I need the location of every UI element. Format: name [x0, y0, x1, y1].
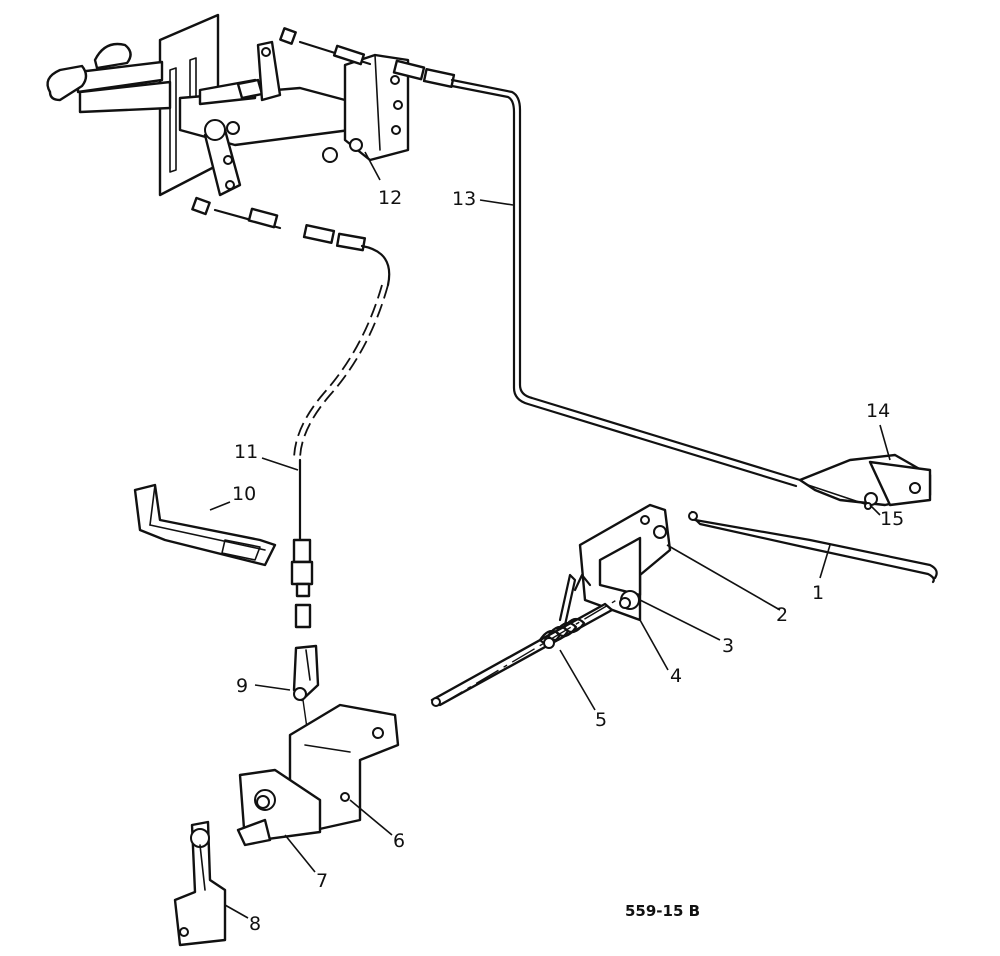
callout-3: 3	[722, 635, 735, 657]
callout-10: 10	[232, 483, 257, 505]
bracket-14	[798, 453, 932, 510]
callout-2: 2	[776, 604, 789, 626]
clevis-9	[292, 644, 321, 821]
callout-8: 8	[249, 913, 262, 935]
plate-7	[236, 768, 322, 847]
callout-7: 7	[316, 870, 329, 892]
cable-13	[298, 40, 802, 488]
leader-lines	[209, 151, 891, 919]
cable-11	[213, 207, 391, 629]
callout-4: 4	[670, 665, 683, 687]
callout-11: 11	[234, 441, 259, 463]
callout-5: 5	[595, 709, 608, 731]
callout-6: 6	[393, 830, 406, 852]
shaft-bracket-group	[430, 503, 672, 707]
link-8	[173, 820, 227, 947]
bracket-10	[133, 483, 277, 567]
callout-9: 9	[236, 675, 249, 697]
lever-assembly	[46, 13, 410, 216]
callout-14: 14	[866, 400, 891, 422]
callout-15: 15	[880, 508, 905, 530]
drawing-reference-code: 559-15 B	[625, 902, 701, 920]
callout-12: 12	[378, 187, 403, 209]
callout-1: 1	[812, 582, 825, 604]
callout-13: 13	[452, 188, 477, 210]
